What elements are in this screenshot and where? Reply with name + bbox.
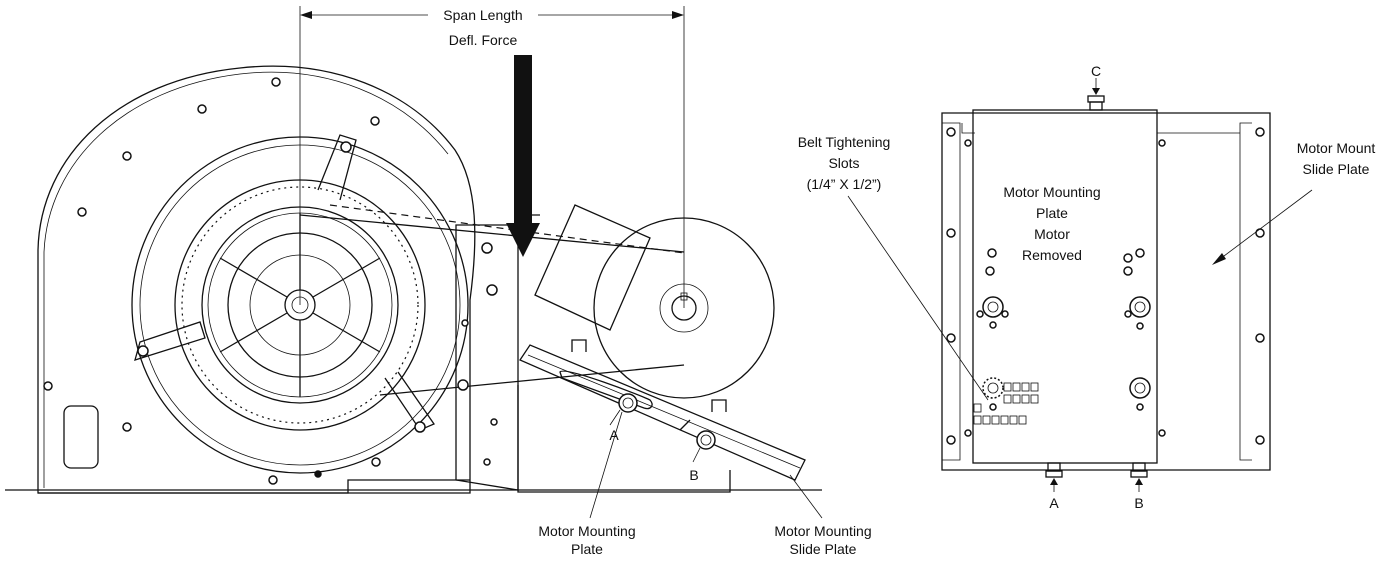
bolt-a: [618, 393, 638, 413]
housing-inner-edge: [43, 71, 449, 488]
motor-plate-holes: [976, 248, 1151, 411]
slide-slot-2: [679, 419, 691, 431]
slide-rail-inner: [527, 354, 801, 469]
slide-plate-leader: [1215, 189, 1313, 263]
left-callouts: A B Motor Mounting Plate Motor Mounting …: [538, 409, 872, 557]
motor-mounting-plate: [972, 109, 1158, 464]
motor-body: [534, 204, 651, 331]
span-length-label: Span Length: [443, 7, 522, 23]
housing-bolts: [43, 77, 381, 485]
arrow-left: [300, 11, 312, 19]
motor: [534, 204, 775, 399]
slide-plate: [517, 339, 806, 493]
arrow-b-icon: [1135, 478, 1143, 485]
motor-mounting-slide-plate-line2: Slide Plate: [790, 541, 857, 557]
plate-removed-line3: Motor: [1034, 226, 1070, 242]
bracket-plate: [455, 224, 519, 491]
left-label-a: A: [609, 427, 619, 443]
arrow-c-icon: [1092, 88, 1100, 95]
motor-plate-top-view: C A B: [798, 63, 1376, 511]
motor-mounting-plate-line2: Plate: [571, 541, 603, 557]
defl-force-label: Defl. Force: [449, 32, 518, 48]
plate-removed-line1: Motor Mounting: [1003, 184, 1100, 200]
slide-rail: [519, 344, 806, 481]
right-label-b: B: [1134, 495, 1143, 511]
belt-slots-leader: [847, 195, 989, 401]
arrow-right: [672, 11, 684, 19]
plate-removed-line2: Plate: [1036, 205, 1068, 221]
belt-tightening-slots: [973, 382, 1039, 425]
plate-removed-line4: Removed: [1022, 247, 1082, 263]
left-arm-hole: [137, 345, 149, 357]
defl-force-shaft: [514, 55, 532, 223]
slide-plate-holes: [946, 127, 1265, 445]
left-label-b: B: [689, 467, 698, 483]
bolt-b: [696, 430, 716, 450]
belt-lower: [379, 364, 685, 396]
leader-slide-plate: [789, 474, 823, 519]
belt-slots-line1: Belt Tightening: [798, 134, 891, 150]
wheel-blades: [181, 186, 419, 424]
slide-bracket: [517, 385, 731, 493]
motor-mount-slide-plate-line2: Slide Plate: [1303, 161, 1370, 177]
lower-arm-hole: [414, 421, 426, 433]
blower-assembly: [5, 65, 822, 494]
adjust-nut-2: [711, 399, 727, 412]
housing-bottom: [38, 479, 470, 494]
blower-housing: [37, 65, 476, 494]
motor-mount-slide-plate-line1: Motor Mount: [1297, 140, 1376, 156]
upper-arm-hole: [340, 141, 352, 153]
right-label-c: C: [1091, 63, 1101, 79]
bolt-c-body: [1089, 101, 1103, 111]
access-panel: [63, 405, 99, 469]
belt-upper: [299, 214, 685, 253]
slide-plate-outline: [941, 112, 1271, 471]
adjust-nut-1: [571, 339, 587, 352]
slide-slot: [559, 370, 653, 410]
motor-mounting-plate-line1: Motor Mounting: [538, 523, 635, 539]
right-label-a: A: [1049, 495, 1059, 511]
left-arm: [134, 321, 206, 361]
deflection-force: Defl. Force: [449, 32, 540, 257]
slide-plate-left-flange: [942, 122, 961, 461]
belt-slots-line3: (1/4” X 1/2”): [807, 176, 882, 192]
belt-slots-line2: Slots: [828, 155, 859, 171]
lower-arm: [384, 371, 435, 431]
arrow-a-icon: [1050, 478, 1058, 485]
span-length-dimension: Span Length: [299, 6, 685, 308]
slide-plate-right-flange: [1239, 122, 1252, 461]
upper-arm: [317, 134, 357, 201]
slide-plate-arrow-icon: [1212, 253, 1226, 265]
leader-motor-plate: [589, 411, 623, 519]
defl-force-arrow-icon: [506, 223, 540, 257]
motor-mounting-slide-plate-line1: Motor Mounting: [774, 523, 871, 539]
motor-bracket: [455, 214, 540, 491]
